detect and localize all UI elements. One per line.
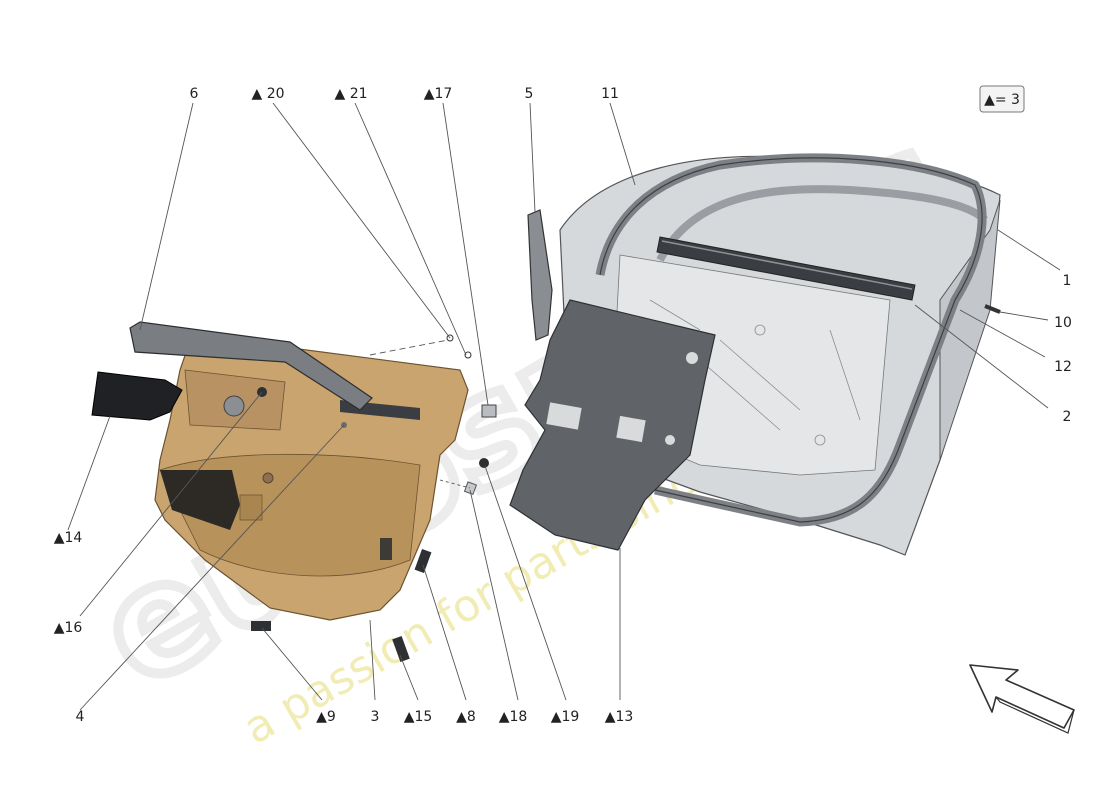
pillar-trim: [527, 209, 553, 341]
direction-arrow-icon: [969, 664, 1075, 734]
waist-strip: [656, 236, 916, 301]
upper-trim-bar: [129, 321, 373, 411]
label-16: ▲16: [54, 620, 83, 636]
label-3: 3: [371, 709, 380, 725]
part-labels: 6 ▲ 20 ▲ 21 ▲17 5 11 1 10 12 2 ▲14 ▲16 4…: [54, 86, 1072, 725]
leader-lines: [67, 102, 1061, 711]
label-5: 5: [525, 86, 534, 102]
label-19: ▲19: [551, 709, 580, 725]
clip-17: [481, 404, 497, 418]
label-14: ▲14: [54, 530, 83, 546]
label-15: ▲15: [404, 709, 433, 725]
nut-19: [479, 458, 489, 468]
label-13: ▲13: [605, 709, 634, 725]
door-trim-panel: [154, 334, 469, 621]
screw-21: [464, 351, 472, 359]
legend-box: ▲= 3: [979, 85, 1025, 113]
clip-18: [463, 481, 478, 496]
label-11: 11: [601, 86, 619, 102]
guide-rod: [984, 304, 1001, 314]
label-21: ▲ 21: [334, 86, 367, 102]
waterproof-sheet: [509, 299, 716, 551]
label-6: 6: [190, 86, 199, 102]
label-8: ▲8: [456, 709, 476, 725]
label-18: ▲18: [499, 709, 528, 725]
label-9: ▲9: [316, 709, 336, 725]
label-20: ▲ 20: [251, 86, 284, 102]
label-4: 4: [76, 709, 85, 725]
switch-15: [392, 636, 410, 662]
label-1: 1: [1063, 273, 1072, 289]
label-2: 2: [1063, 409, 1072, 425]
switch-8: [414, 548, 432, 574]
legend-text: ▲= 3: [984, 92, 1020, 108]
label-10: 10: [1054, 315, 1072, 331]
screw-20: [446, 334, 454, 342]
label-17: ▲17: [424, 86, 453, 102]
label-12: 12: [1054, 359, 1072, 375]
speaker-grille: [91, 371, 183, 421]
light-9: [251, 621, 271, 631]
